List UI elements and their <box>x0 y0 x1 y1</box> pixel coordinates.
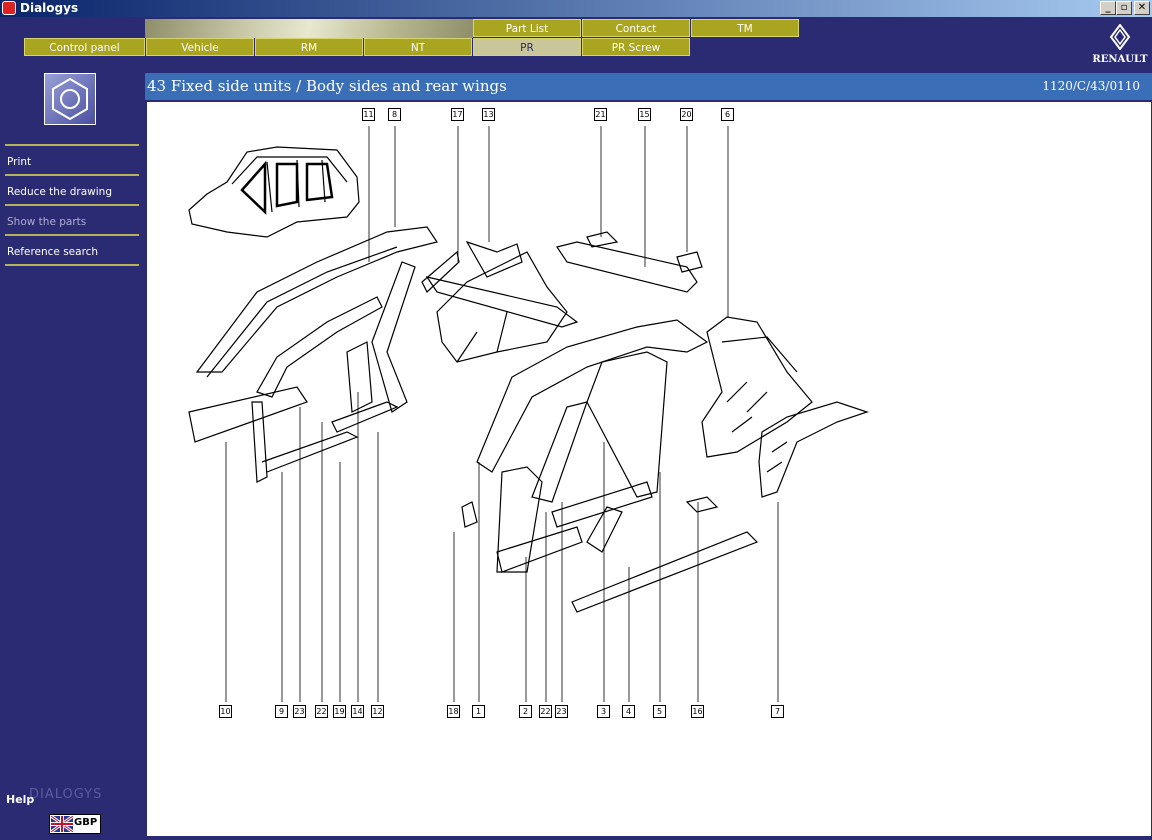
callout-2[interactable]: 2 <box>519 705 532 718</box>
tab-tm[interactable]: TM <box>691 19 799 37</box>
language-selector[interactable]: GBP <box>49 814 101 834</box>
callout-19[interactable]: 19 <box>333 705 346 718</box>
callout-15[interactable]: 15 <box>638 108 651 121</box>
main-content: 43 Fixed side units / Body sides and rea… <box>145 73 1152 840</box>
callout-12[interactable]: 12 <box>371 705 384 718</box>
brand-logo: RENAULT <box>1092 23 1148 70</box>
callout-5[interactable]: 5 <box>653 705 666 718</box>
app-icon <box>2 1 16 15</box>
callout-23b[interactable]: 23 <box>555 705 568 718</box>
callout-11[interactable]: 11 <box>362 108 375 121</box>
header-decoration <box>145 19 473 38</box>
callout-23[interactable]: 23 <box>293 705 306 718</box>
language-code: GBP <box>74 817 98 828</box>
sidebar-menu: Print Reduce the drawing Show the parts … <box>0 144 145 266</box>
show-parts-button[interactable]: Show the parts <box>5 204 139 234</box>
exploded-parts-illustration <box>188 126 869 702</box>
callout-9[interactable]: 9 <box>275 705 288 718</box>
callout-7[interactable]: 7 <box>771 705 784 718</box>
callout-4[interactable]: 4 <box>622 705 635 718</box>
callout-1[interactable]: 1 <box>472 705 485 718</box>
window-title: Dialogys <box>20 1 79 15</box>
drawing-title-bar: 43 Fixed side units / Body sides and rea… <box>145 73 1152 100</box>
callout-22[interactable]: 22 <box>315 705 328 718</box>
help-button[interactable]: Help <box>6 793 35 806</box>
callout-6[interactable]: 6 <box>721 108 734 121</box>
callout-17[interactable]: 17 <box>451 108 464 121</box>
callout-14[interactable]: 14 <box>351 705 364 718</box>
uk-flag-icon <box>51 816 73 832</box>
minimize-button[interactable]: _ <box>1100 1 1116 15</box>
print-button[interactable]: Print <box>5 144 139 174</box>
callout-22b[interactable]: 22 <box>539 705 552 718</box>
callout-8[interactable]: 8 <box>388 108 401 121</box>
brand-name: RENAULT <box>1092 54 1148 65</box>
tab-pr[interactable]: PR <box>473 38 581 56</box>
callout-16[interactable]: 16 <box>691 705 704 718</box>
tab-nt[interactable]: NT <box>364 38 472 56</box>
reference-search-button[interactable]: Reference search <box>5 234 139 266</box>
reduce-drawing-button[interactable]: Reduce the drawing <box>5 174 139 204</box>
maximize-button[interactable]: ▫ <box>1116 1 1132 15</box>
callout-18[interactable]: 18 <box>447 705 460 718</box>
hex-nut-icon <box>44 73 96 125</box>
callout-3[interactable]: 3 <box>597 705 610 718</box>
callout-13[interactable]: 13 <box>482 108 495 121</box>
callout-20[interactable]: 20 <box>680 108 693 121</box>
callout-21[interactable]: 21 <box>594 108 607 121</box>
tab-contact[interactable]: Contact <box>582 19 690 37</box>
window-titlebar: Dialogys _ ▫ ✕ <box>0 0 1152 17</box>
tab-rm[interactable]: RM <box>255 38 363 56</box>
page-title: 43 Fixed side units / Body sides and rea… <box>147 77 507 95</box>
tab-vehicle[interactable]: Vehicle <box>146 38 254 56</box>
parts-drawing[interactable]: 11 8 17 13 21 15 20 6 10 9 23 22 19 14 1… <box>147 102 1151 836</box>
tab-part-list[interactable]: Part List <box>473 19 581 37</box>
renault-lozenge-icon <box>1109 23 1131 51</box>
dialogys-logo: DIALOGYS <box>29 787 103 802</box>
header: Part List Contact TM Control panel Vehic… <box>0 17 1152 73</box>
drawing-reference: 1120/C/43/0110 <box>1042 79 1140 93</box>
callout-10[interactable]: 10 <box>219 705 232 718</box>
tab-control-panel[interactable]: Control panel <box>24 38 145 56</box>
close-button[interactable]: ✕ <box>1134 1 1150 15</box>
tab-pr-screw[interactable]: PR Screw <box>582 38 690 56</box>
sidebar: Print Reduce the drawing Show the parts … <box>0 73 145 840</box>
